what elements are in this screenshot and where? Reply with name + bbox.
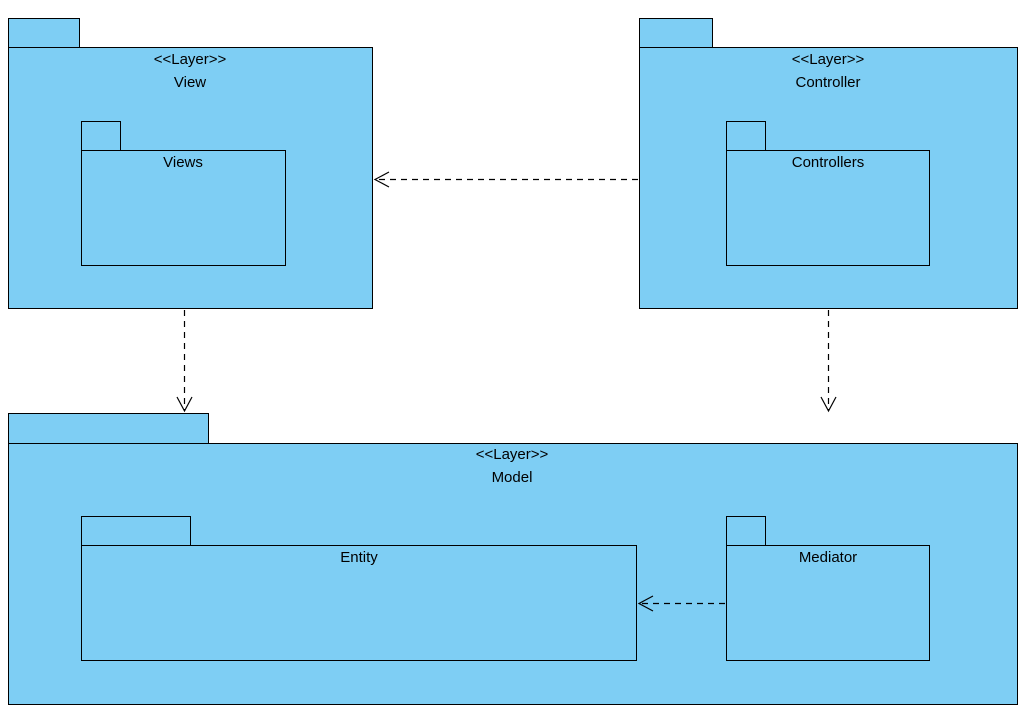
package-model-name: Model	[492, 469, 533, 486]
package-views-tab	[81, 121, 121, 151]
dependency-controller-to-model[interactable]	[820, 310, 837, 413]
package-mediator-tab	[726, 516, 766, 546]
package-controller-tab	[639, 18, 713, 48]
package-entity-name: Entity	[340, 549, 378, 566]
dependency-controller-to-view[interactable]	[373, 171, 638, 188]
package-view-name: View	[174, 74, 206, 91]
dependency-arrowhead	[637, 595, 654, 612]
dependency-arrowhead	[820, 396, 837, 413]
package-view-tab	[8, 18, 80, 48]
package-controllers-body	[726, 150, 930, 266]
dependency-arrowhead	[373, 171, 390, 188]
package-views[interactable]: Views	[81, 121, 286, 266]
package-view-stereotype: <<Layer>>	[154, 51, 227, 68]
package-controllers-tab	[726, 121, 766, 151]
package-model-tab	[8, 413, 209, 444]
package-controllers-name: Controllers	[792, 154, 865, 171]
package-views-name: Views	[163, 154, 203, 171]
package-controller[interactable]: <<Layer>> Controller Controllers	[639, 18, 1018, 309]
package-entity[interactable]: Entity	[81, 516, 637, 661]
package-controller-name: Controller	[795, 74, 860, 91]
package-entity-tab	[81, 516, 191, 546]
package-view[interactable]: <<Layer>> View Views	[8, 18, 373, 309]
package-controllers[interactable]: Controllers	[726, 121, 930, 266]
dependency-arrowhead	[176, 396, 193, 413]
package-mediator-body	[726, 545, 930, 661]
package-entity-body	[81, 545, 637, 661]
package-views-body	[81, 150, 286, 266]
package-model-stereotype: <<Layer>>	[476, 446, 549, 463]
package-controller-stereotype: <<Layer>>	[792, 51, 865, 68]
package-mediator-name: Mediator	[799, 549, 857, 566]
dependency-mediator-to-entity[interactable]	[637, 595, 725, 612]
package-mediator[interactable]: Mediator	[726, 516, 930, 661]
dependency-view-to-model[interactable]	[176, 310, 193, 413]
package-model[interactable]: <<Layer>> Model Entity Mediator	[8, 413, 1018, 705]
